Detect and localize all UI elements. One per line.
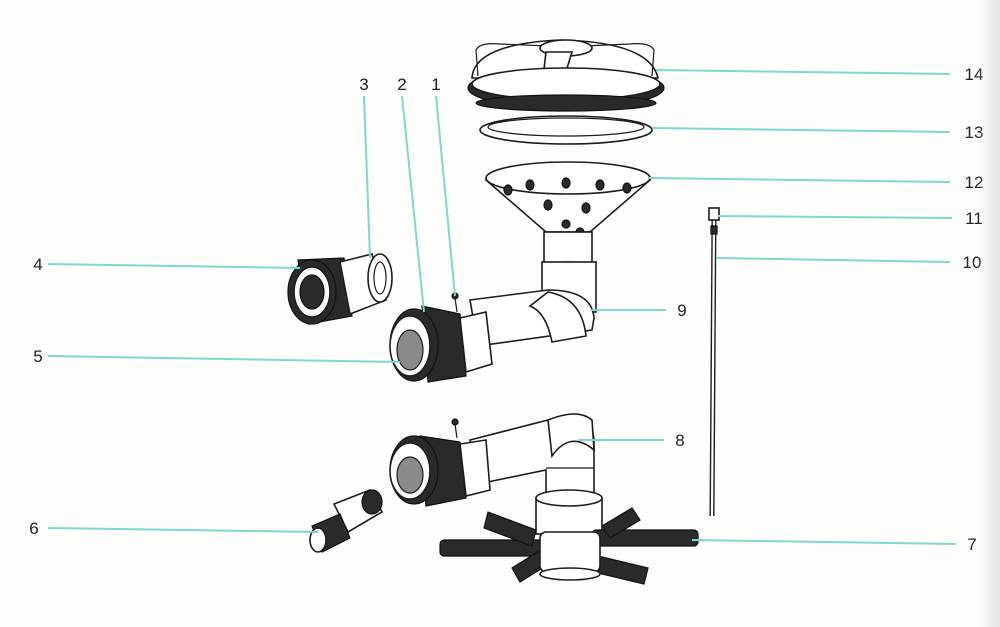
part-12-strainer-funnel — [484, 161, 652, 275]
callout-label-5: 5 — [33, 347, 42, 366]
leader-10 — [715, 257, 951, 263]
part-8-lower-elbow — [469, 413, 595, 501]
callout-label-8: 8 — [675, 431, 684, 450]
callout-label-2: 2 — [397, 75, 406, 94]
part-4-union-nut — [287, 253, 393, 325]
part-14-lid — [467, 39, 665, 112]
callout-label-3: 3 — [359, 75, 368, 94]
leader-6 — [47, 527, 319, 533]
lower-union-fitting — [389, 418, 491, 507]
part-9-upper-elbow — [469, 261, 597, 347]
callout-label-6: 6 — [29, 519, 38, 538]
leader-2 — [401, 95, 425, 313]
page-edge-shadow — [978, 0, 1000, 627]
callout-label-7: 7 — [967, 535, 976, 554]
part-7-manifold-hub — [439, 489, 699, 585]
leader-5 — [47, 355, 401, 363]
callout-label-1: 1 — [431, 75, 440, 94]
callout-label-4: 4 — [33, 255, 42, 274]
callout-label-9: 9 — [677, 301, 686, 320]
leader-11 — [717, 215, 953, 219]
callouts: 1 2 3 4 5 6 7 8 9 10 11 12 13 14 — [29, 65, 983, 554]
part-5-upper-union — [389, 292, 493, 383]
leader-13 — [651, 127, 951, 133]
leader-12 — [647, 177, 951, 183]
leader-4 — [47, 263, 301, 269]
callout-label-10: 10 — [963, 253, 982, 272]
part-13-gasket-ring — [479, 115, 653, 145]
leader-3 — [363, 95, 371, 259]
leader-1 — [435, 95, 456, 297]
leader-14 — [655, 69, 951, 75]
part-10-rod — [708, 207, 720, 517]
leader-7 — [691, 539, 957, 545]
part-6-tap-valve — [309, 488, 384, 553]
